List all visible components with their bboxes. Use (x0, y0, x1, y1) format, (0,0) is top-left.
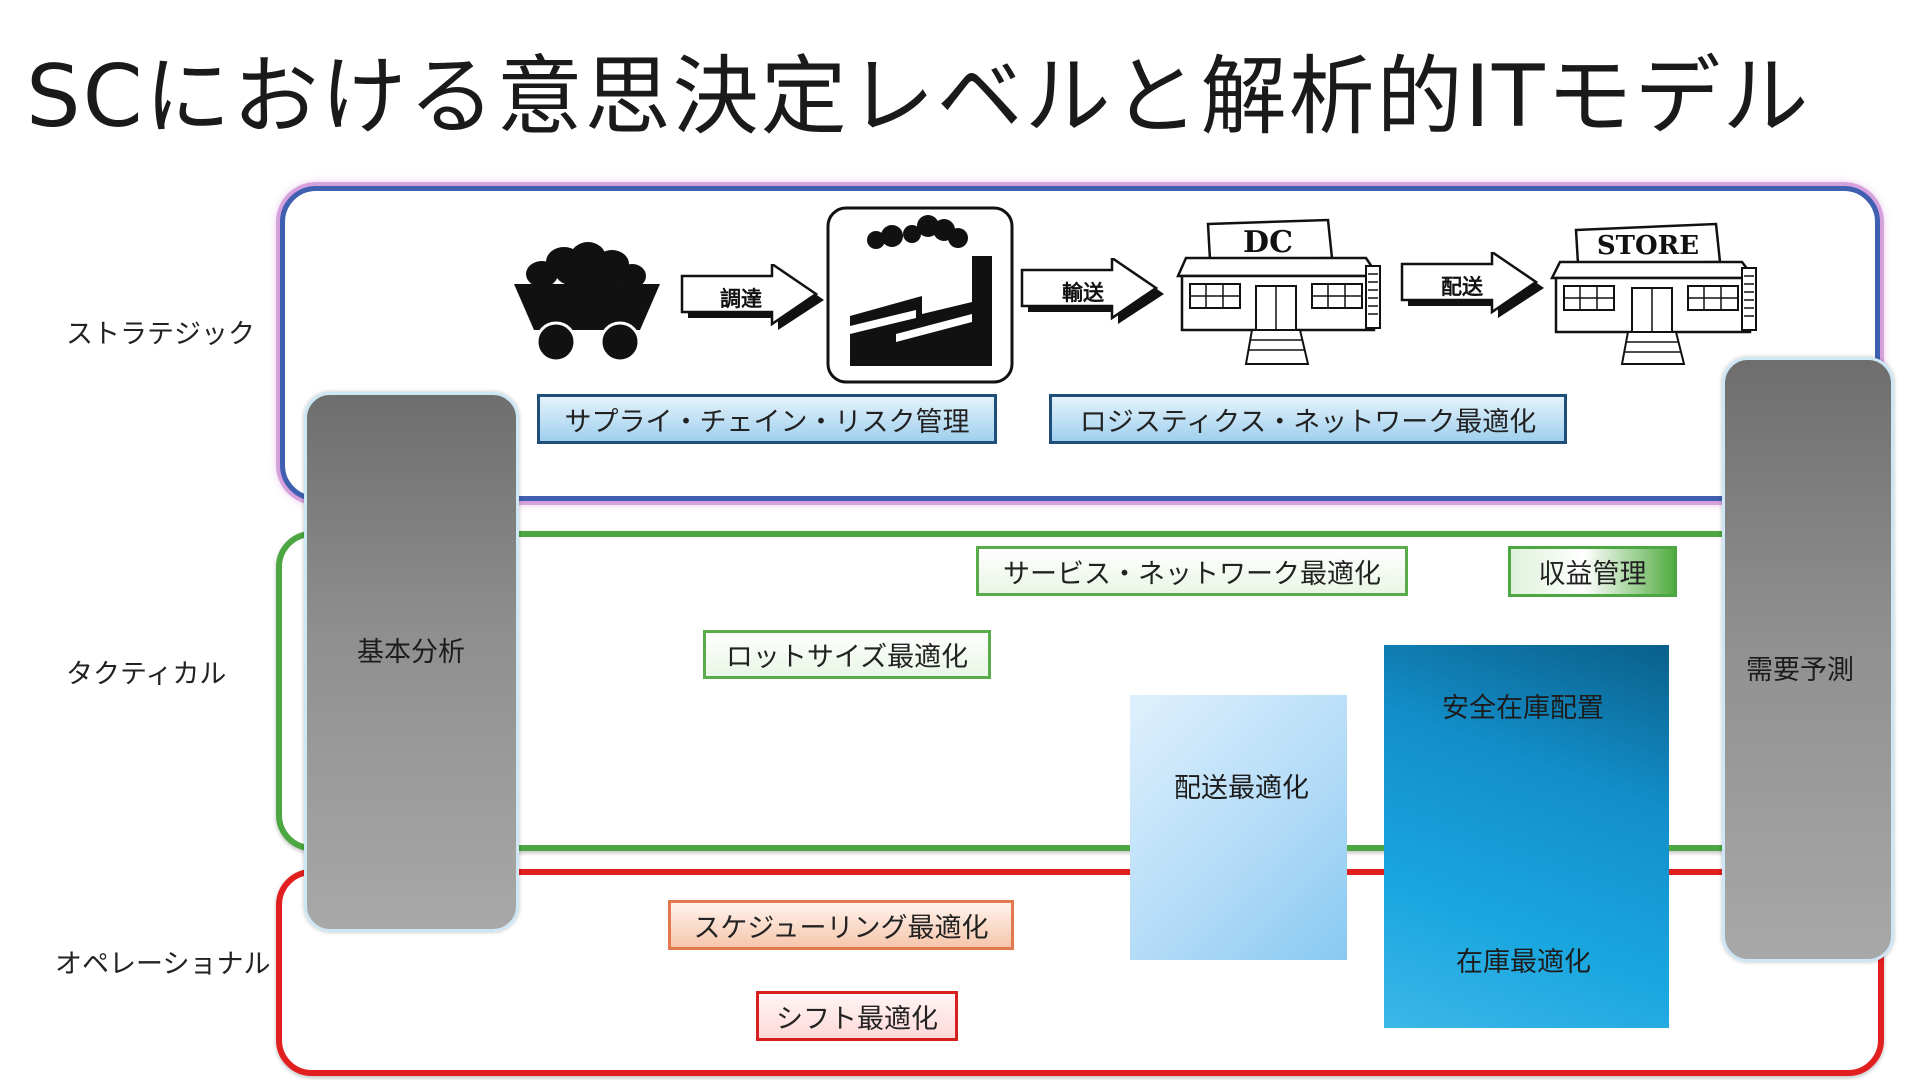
mine-cart-icon (514, 242, 660, 363)
dc-sign-text: DC (1243, 225, 1293, 260)
service-network-tag: サービス・ネットワーク最適化 (976, 546, 1408, 596)
delivery-optimization-box (1130, 695, 1347, 960)
inventory-optimization-label: 在庫最適化 (1456, 947, 1591, 978)
page-title: SCにおける意思決定レベルと解析的ITモデル (26, 47, 1811, 147)
shift-tag: シフト最適化 (756, 991, 958, 1041)
transport-arrow (1020, 258, 1164, 324)
logistics-network-tag: ロジスティクス・ネットワーク最適化 (1049, 394, 1567, 444)
transport-label: 輸送 (1062, 281, 1104, 305)
delivery-optimization-label: 配送最適化 (1174, 773, 1309, 804)
level-label-strategic: ストラテジック (66, 319, 255, 350)
procure-arrow (680, 264, 824, 330)
basic-analysis-pillar (304, 392, 519, 932)
store-icon: STORE (1549, 222, 1757, 365)
revenue-management-tag: 収益管理 (1508, 546, 1677, 597)
level-label-tactical: タクティカル (66, 659, 227, 690)
procure-label: 調達 (720, 287, 762, 311)
demand-forecast-pillar (1722, 357, 1894, 962)
factory-icon (826, 206, 1014, 384)
lot-size-tag: ロットサイズ最適化 (703, 630, 991, 679)
basic-analysis-label: 基本分析 (357, 637, 465, 668)
scheduling-tag: スケジューリング最適化 (668, 900, 1014, 950)
store-sign-text: STORE (1597, 231, 1699, 261)
demand-forecast-label: 需要予測 (1746, 655, 1854, 686)
delivery-label: 配送 (1441, 275, 1483, 299)
safety-stock-label: 安全在庫配置 (1442, 693, 1604, 724)
inventory-optimization-box (1384, 645, 1669, 1028)
delivery-arrow (1400, 252, 1544, 318)
distribution-center-icon: DC (1176, 218, 1381, 365)
supply-chain-risk-tag: サプライ・チェイン・リスク管理 (537, 394, 997, 444)
level-label-operational: オペレーショナル (55, 949, 271, 980)
